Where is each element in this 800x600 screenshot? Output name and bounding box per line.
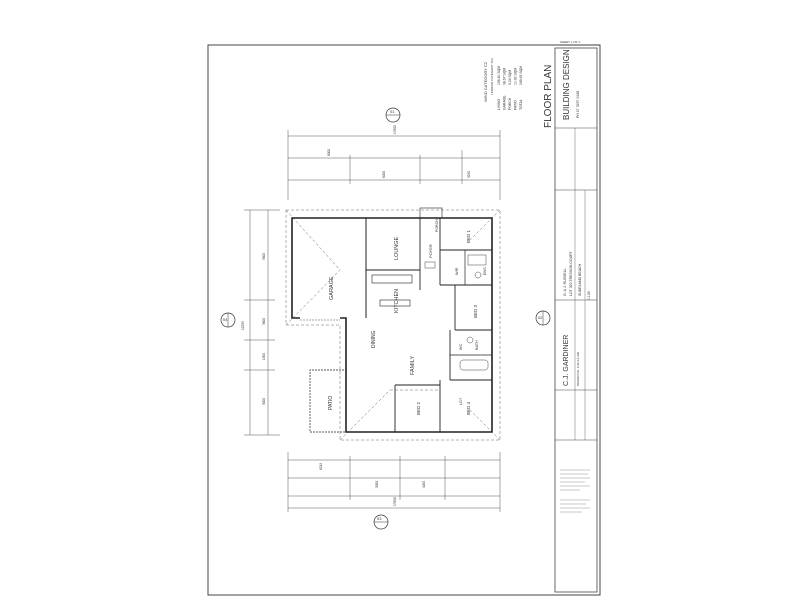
marker-north: 01 — [385, 107, 401, 123]
svg-text:01: 01 — [390, 109, 395, 114]
room-bed4: BED 4 — [466, 401, 471, 415]
area-label: GARAGE — [503, 95, 507, 110]
room-family: FAMILY — [410, 356, 416, 375]
marker-south: 03 — [373, 514, 389, 530]
area-value: 10.92 SQM — [514, 68, 518, 85]
room-bed3: BED 3 — [473, 304, 478, 318]
dim-side-d: 3000 — [262, 398, 266, 405]
room-wir: WIR — [455, 267, 459, 275]
svg-text:04: 04 — [223, 317, 228, 322]
dimension-lines-top — [287, 130, 501, 200]
dimension-lines-bottom — [287, 452, 501, 512]
room-bed1: BED 1 — [466, 229, 471, 243]
design-ref: DESIGN No. CJG-14-320 — [576, 351, 580, 386]
title-block-frame — [554, 47, 598, 593]
room-bed2: BED 2 — [416, 401, 421, 415]
room-foyer: FOYER — [428, 244, 433, 258]
area-value: 3.24 SQM — [508, 70, 512, 85]
dim-top-c: 3290 — [467, 171, 471, 178]
dim-top-b: 6000 — [382, 171, 386, 178]
room-garage: GARAGE — [329, 276, 335, 300]
room-lounge: LOUNGE — [394, 236, 400, 260]
dim-side-b: 3600 — [262, 318, 266, 325]
svg-text:02: 02 — [538, 315, 543, 320]
wind-note: TERRAIN CATEGORY TC2 — [490, 58, 494, 95]
room-porch: PORCH — [435, 219, 439, 232]
area-label: LIVING — [497, 99, 501, 110]
designer-name: C.J. GARDINER — [563, 335, 570, 386]
scale-value: 1:100 — [587, 291, 591, 300]
wind-category: WIND CATEGORY C2 — [483, 61, 488, 102]
dim-bottom-a: 6219 — [319, 463, 323, 470]
fixtures — [424, 254, 489, 371]
dim-overall-top: 17600 — [393, 125, 397, 134]
area-value: 249.63 SQM — [519, 66, 523, 85]
dim-top-a: 8000 — [327, 149, 331, 156]
room-ens: ENS — [483, 267, 487, 275]
general-notes — [560, 469, 590, 513]
client-name: G. & J. RUSSELL — [563, 268, 567, 296]
sheet-corner-note: SHEET 1 OF 1 — [560, 40, 580, 44]
sheet-title: FLOOR PLAN — [543, 65, 554, 128]
room-dining: DINING — [371, 330, 377, 348]
room-kitchen: KITCHEN — [394, 289, 400, 313]
area-schedule: WIND CATEGORY C2 TERRAIN CATEGORY TC2 LI… — [483, 58, 523, 110]
dim-bottom-d: 17600 — [393, 497, 397, 506]
area-value: 196.80 SQM — [497, 66, 501, 85]
area-rows: LIVING 196.80 SQM GARAGE 38.67 SQM PORCH 3.24… — [497, 66, 523, 110]
area-label: PATIO — [514, 100, 518, 110]
dim-overall-side: 12255 — [241, 321, 245, 330]
dim-side-c: 1900 — [262, 353, 266, 360]
building-walls — [291, 207, 493, 433]
room-labels: GARAGE LOUNGE KITCHEN DINING FAMILY PATI… — [328, 219, 487, 415]
title-block: FLOOR PLAN BUILDING DESIGN PH 07 3297 01… — [543, 47, 598, 593]
marker-west: 04 — [220, 312, 236, 328]
svg-text:03: 03 — [377, 516, 382, 521]
area-value: 38.67 SQM — [503, 68, 507, 85]
company-name: BUILDING DESIGN — [562, 49, 571, 120]
location-value: LOT 320 TRESSON COURT — [569, 250, 573, 296]
company-phone: PH 07 3297 0168 — [576, 91, 580, 118]
area-label: PORCH — [508, 97, 512, 110]
marker-east: 02 — [535, 310, 551, 326]
room-wc: WC — [459, 343, 463, 350]
room-bath: BATH — [475, 340, 479, 350]
room-patio: PATIO — [328, 396, 334, 410]
sheet-border — [207, 44, 601, 596]
dim-bottom-c: 4000 — [422, 481, 426, 488]
area-label: TOTAL — [519, 99, 523, 110]
room-ldy: LDY — [459, 397, 463, 405]
suburb-value: SUDELAND BEACH — [578, 263, 582, 296]
dim-side-a: 5600 — [262, 253, 266, 260]
dimension-lines-left — [244, 209, 280, 436]
dim-bottom-b: 3000 — [375, 481, 379, 488]
